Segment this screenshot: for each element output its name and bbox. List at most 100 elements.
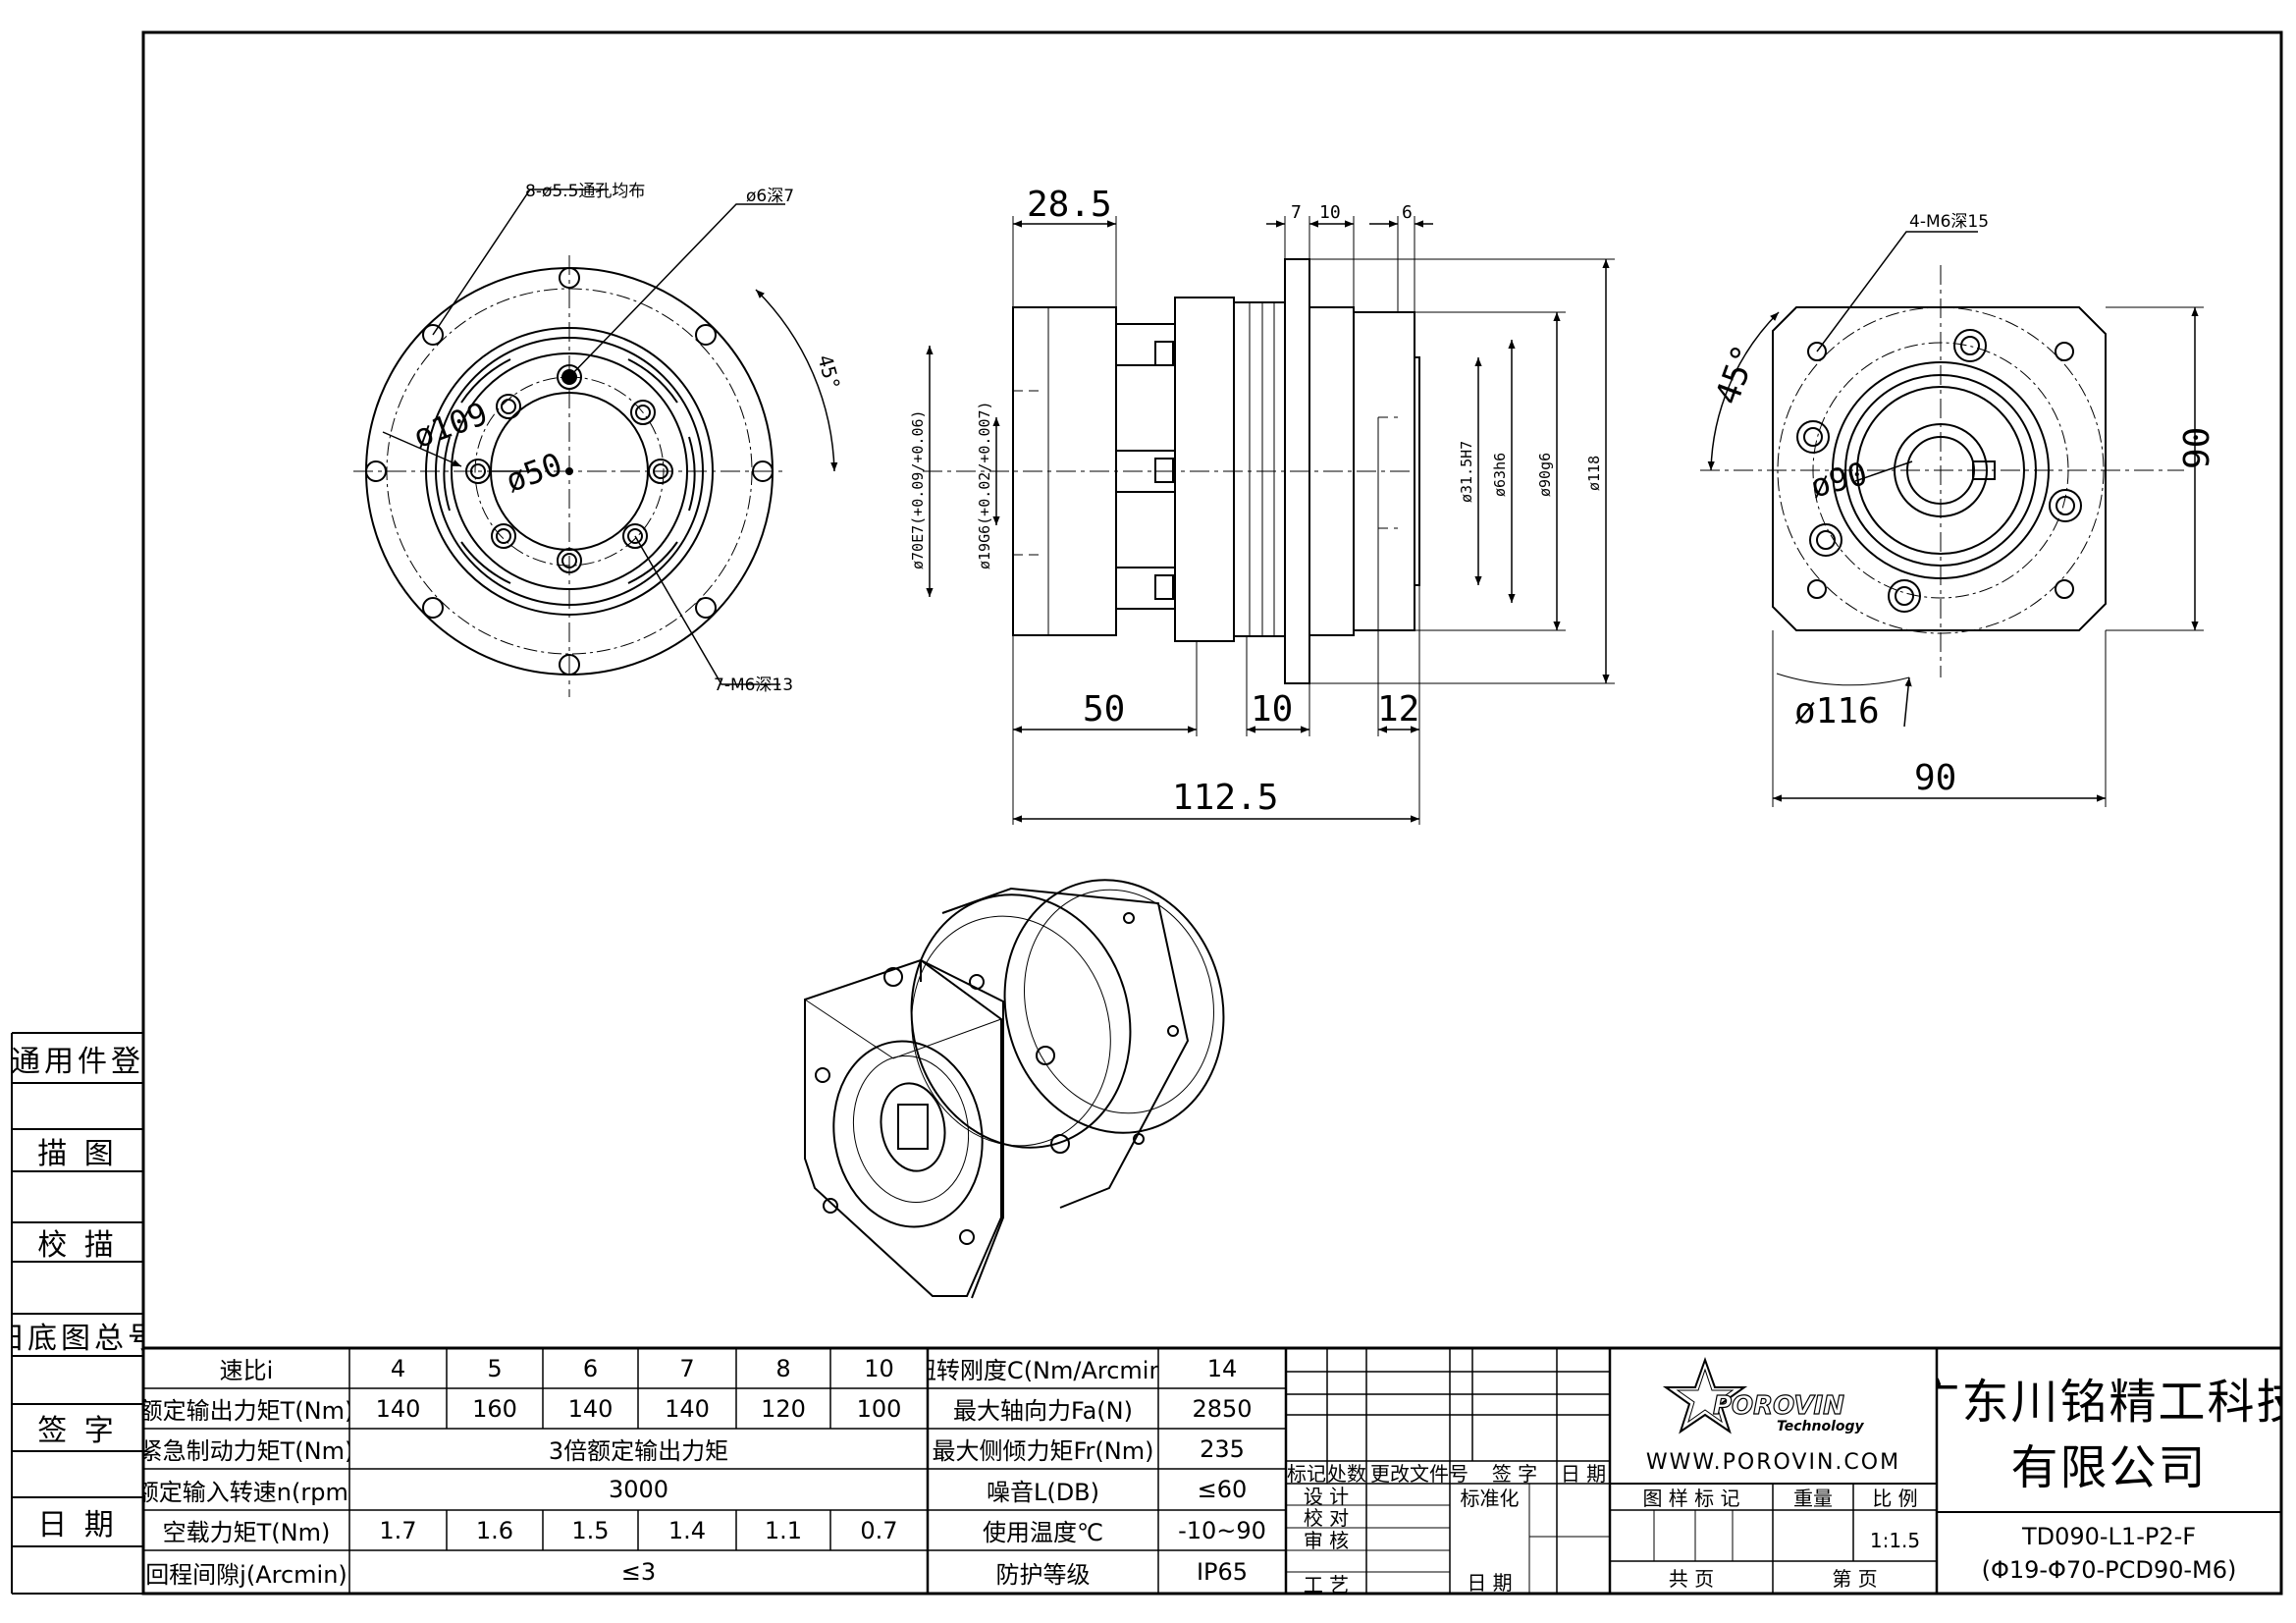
rear-tapped-callout: 4-M6深15 — [1909, 212, 1989, 232]
rear-view — [1700, 231, 2204, 807]
company-name-line2: 有限公司 — [2010, 1440, 2208, 1495]
spec-label-tilting-moment: 最大侧倾力矩Fr(Nm) — [932, 1437, 1154, 1465]
rev-header-mark: 标记 — [1287, 1462, 1326, 1484]
side-dia-118: ø118 — [1585, 456, 1603, 491]
front-dia-inner: ø50 — [501, 445, 566, 499]
drawing-frame — [141, 30, 2283, 1596]
side-dim-28-5: 28.5 — [1027, 185, 1112, 225]
rev-header-signature: 签 字 — [1491, 1462, 1538, 1484]
sheet-total: 共 页 — [1668, 1567, 1715, 1591]
side-dim-6: 6 — [1402, 202, 1413, 223]
side-dia-19: ø19G6(+0.02/+0.007) — [976, 401, 993, 569]
spec-label-axial-force: 最大轴向力Fa(N) — [953, 1397, 1133, 1425]
logo-sub-text: Technology — [1777, 1419, 1865, 1434]
standardization-label: 标准化 — [1460, 1486, 1520, 1510]
side-dia-31-5: ø31.5H7 — [1458, 441, 1475, 503]
spec-value: 1.5 — [571, 1516, 610, 1544]
side-dim-10-top: 10 — [1319, 202, 1341, 223]
role-proofread: 校 对 — [1303, 1506, 1350, 1528]
spec-value: 1.7 — [379, 1516, 417, 1544]
side-dia-63: ø63h6 — [1491, 453, 1509, 497]
front-tapped-callout: 7-M6深13 — [714, 676, 793, 695]
scale-value: 1:1.5 — [1869, 1529, 1921, 1552]
spec-value: 100 — [856, 1394, 902, 1423]
side-label-signature: 签 字 — [37, 1414, 118, 1448]
spec-value: 1.1 — [764, 1516, 803, 1544]
front-view — [353, 189, 838, 697]
role-design: 设 计 — [1303, 1484, 1350, 1506]
rear-angle: 45° — [1708, 340, 1766, 409]
spec-label-torsional-stiffness: 扭转刚度C(Nm/Arcmin) — [928, 1357, 1158, 1384]
rear-width: 90 — [1914, 758, 1956, 798]
front-holes-callout: 8-ø5.5通孔均布 — [525, 182, 645, 201]
front-dia-outer: ø109 — [408, 395, 492, 456]
side-dim-50: 50 — [1083, 689, 1125, 730]
table-grid — [143, 1346, 2281, 1594]
side-dim-10-bottom: 10 — [1251, 689, 1293, 730]
spec-value: 10 — [864, 1354, 894, 1382]
spec-value-merged: 3000 — [608, 1476, 669, 1503]
stage-header-scale: 比 例 — [1872, 1487, 1918, 1510]
spec-label-protection: 防护等级 — [995, 1560, 1091, 1589]
part-number: TD090-L1-P2-F — [2021, 1523, 2197, 1550]
spec-value: 140 — [375, 1394, 421, 1423]
side-label-date: 日 期 — [37, 1508, 118, 1542]
rear-dia-outer: ø116 — [1794, 691, 1880, 731]
logo-main-text: POROVIN — [1713, 1391, 1844, 1421]
isometric-view — [804, 879, 1225, 1299]
spec-value: 14 — [1206, 1354, 1238, 1382]
spec-value: 8 — [775, 1354, 791, 1382]
side-label-old-drawing-no: 旧底图总号 — [12, 1321, 143, 1356]
role-process: 工 艺 — [1303, 1572, 1350, 1595]
spec-value: 5 — [487, 1354, 503, 1382]
spec-value: 120 — [761, 1394, 806, 1423]
spec-label-temperature: 使用温度℃ — [983, 1519, 1103, 1546]
spec-label-no-load-torque: 空载力矩T(Nm) — [162, 1519, 331, 1546]
company-website[interactable]: WWW.POROVIN.COM — [1645, 1449, 1901, 1475]
spec-label-input-speed: 额定输入转速n(rpm) — [143, 1478, 349, 1506]
spec-value: IP65 — [1196, 1558, 1249, 1586]
spec-value: 235 — [1200, 1434, 1245, 1463]
approval-date-label: 日 期 — [1467, 1570, 1513, 1595]
side-dim-112-5: 112.5 — [1172, 778, 1278, 818]
side-dia-90: ø90g6 — [1536, 453, 1554, 497]
company-name-line1: 广东川铭精工科技 — [1937, 1375, 2281, 1430]
part-description: (Φ19-Φ70-PCD90-M6) — [1981, 1556, 2237, 1584]
spec-label-ratio: 速比i — [219, 1357, 274, 1384]
spec-value: 160 — [472, 1394, 517, 1423]
rev-header-date: 日 期 — [1560, 1462, 1607, 1484]
side-dim-7: 7 — [1291, 202, 1302, 223]
spec-label-emergency-torque: 紧急制动力矩T(Nm) — [143, 1437, 349, 1465]
rear-height: 90 — [2177, 427, 2217, 469]
spec-value: 0.7 — [860, 1516, 898, 1544]
porovin-star-logo — [1662, 1357, 1748, 1434]
spec-value: 7 — [679, 1354, 695, 1382]
spec-value: 140 — [567, 1394, 614, 1423]
spec-value: 6 — [582, 1354, 599, 1382]
spec-value: 2850 — [1192, 1394, 1253, 1423]
spec-value-merged: 3倍额定输出力矩 — [548, 1437, 729, 1465]
role-review: 审 核 — [1303, 1529, 1350, 1550]
stage-header-weight: 重量 — [1793, 1487, 1833, 1510]
side-view — [923, 216, 1615, 825]
spec-value: 4 — [390, 1354, 406, 1382]
side-registration-grid — [11, 1032, 143, 1595]
spec-value: 1.4 — [667, 1516, 707, 1544]
spec-label-rated-torque: 额定输出力矩T(Nm) — [143, 1397, 349, 1425]
spec-label-backlash: 回程间隙j(Arcmin) — [145, 1560, 347, 1589]
side-dim-12: 12 — [1377, 689, 1419, 730]
side-label-trace: 描 图 — [37, 1136, 118, 1171]
rev-header-count: 处数 — [1327, 1462, 1366, 1484]
spec-value-merged: ≤3 — [620, 1558, 657, 1586]
spec-value: 140 — [665, 1394, 710, 1423]
spec-value: 1.6 — [475, 1516, 514, 1544]
spec-value: -10~90 — [1178, 1516, 1266, 1544]
side-dia-70: ø70E7(+0.09/+0.06) — [909, 409, 927, 569]
side-label-check: 校 描 — [37, 1228, 118, 1262]
side-label-borrow-register: 借通用件登记 — [12, 1044, 143, 1079]
rev-header-file-no: 更改文件号 — [1370, 1462, 1468, 1484]
spec-value: ≤60 — [1197, 1476, 1248, 1503]
spec-label-noise: 噪音L(DB) — [986, 1478, 1100, 1506]
front-pin-callout: ø6深7 — [746, 187, 794, 206]
